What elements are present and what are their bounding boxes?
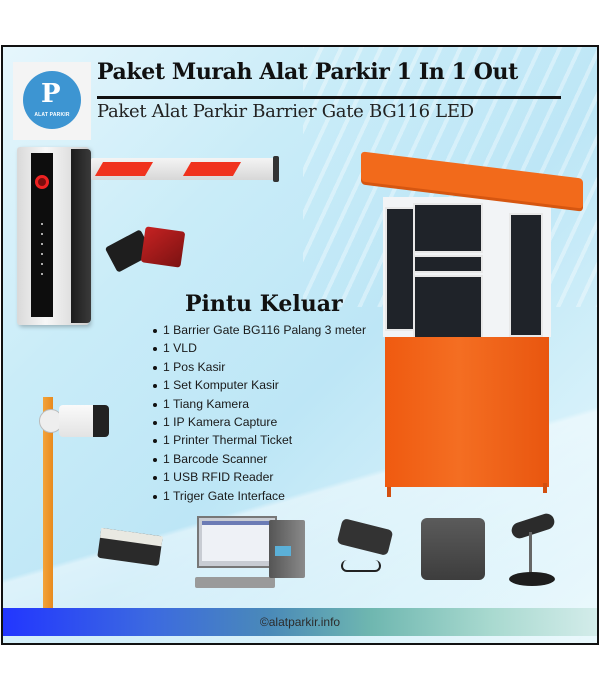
list-item: 1 Tiang Kamera [153,397,366,415]
list-item: 1 IP Kamera Capture [153,415,366,433]
scanner-stand-base [509,572,555,586]
usb-rfid-reader-image [336,518,394,556]
list-item-text: 1 Tiang Kamera [163,396,250,411]
footer-bar: ©alatparkir.info [3,608,597,636]
list-item-text: 1 Printer Thermal Ticket [163,433,293,448]
gate-indicator-dot [41,253,43,255]
title-divider [97,96,561,99]
cashier-booth-image [383,197,551,339]
barcode-scanner-image [509,511,557,541]
booth-leg [543,483,547,493]
bullet-icon [153,402,157,407]
bullet-icon [153,347,157,352]
package-item-list: 1 Barrier Gate BG116 Palang 3 meter 1 VL… [153,323,366,507]
monitor-screen [202,521,272,561]
booth-leg [387,487,391,497]
bullet-icon [153,476,157,481]
logo-text: ALAT PARKIR [34,112,70,118]
list-item: 1 USB RFID Reader [153,470,366,488]
brand-logo: P ALAT PARKIR [13,62,91,140]
gate-indicator-dot [41,223,43,225]
list-item: 1 Barrier Gate BG116 Palang 3 meter [153,323,366,341]
computer-monitor-image [197,516,277,568]
bullet-icon [153,365,157,370]
list-item-text: 1 Barrier Gate BG116 Palang 3 meter [163,323,367,337]
list-item: 1 Set Komputer Kasir [153,378,366,396]
parking-p-icon: P [41,79,61,109]
list-item-text: 1 USB RFID Reader [163,470,274,485]
booth-mid-window [413,255,483,273]
bullet-icon [153,329,157,333]
bullet-icon [153,420,157,425]
bullet-icon [153,384,157,389]
list-item-text: 1 VLD [163,341,197,356]
list-item: 1 Barcode Scanner [153,452,366,470]
logo-circle: P ALAT PARKIR [23,71,81,129]
trigger-label-panel [99,527,163,547]
gate-indicator-dot [41,273,43,275]
ip-camera-lens [93,405,109,437]
page-subtitle: Paket Alat Parkir Barrier Gate BG116 LED [97,101,474,122]
vld-red-unit [140,226,186,268]
arm-red-stripe [94,162,154,176]
list-item-text: 1 IP Kamera Capture [163,414,278,429]
trigger-gate-interface-image [97,527,163,567]
gate-stop-light-icon [35,175,49,189]
booth-top-window [413,203,483,253]
gate-indicator-dot [41,243,43,245]
footer-copyright: ©alatparkir.info [259,615,341,629]
gate-indicator-dot [41,263,43,265]
barrier-gate-image [17,147,91,325]
scanner-stand-neck [529,532,532,576]
gate-side-panel [71,149,91,323]
list-item-text: 1 Barcode Scanner [163,451,268,466]
list-item: 1 Printer Thermal Ticket [153,433,366,451]
gate-front-panel [31,153,53,317]
camera-pole-image [43,397,53,619]
list-item-text: 1 Pos Kasir [163,359,226,374]
list-item: 1 VLD [153,341,366,359]
promo-banner: P ALAT PARKIR Paket Murah Alat Parkir 1 … [1,45,599,645]
pc-tower-image [269,520,305,578]
booth-sliding-window [413,275,483,339]
arm-end-cap [273,156,279,182]
list-item-text: 1 Set Komputer Kasir [163,378,279,393]
booth-lower-panel [385,337,549,487]
page-title: Paket Murah Alat Parkir 1 In 1 Out [97,59,518,85]
booth-door-window [509,213,543,337]
list-item: 1 Pos Kasir [153,360,366,378]
monitor-titlebar [202,521,272,525]
bullet-icon [153,457,157,462]
bullet-icon [153,494,157,499]
thermal-printer-image [421,518,485,580]
arm-red-stripe [182,162,242,176]
list-item: 1 Triger Gate Interface [153,489,366,507]
gate-indicator-dot [41,233,43,235]
tower-display [275,546,291,556]
keyboard-image [195,577,275,588]
booth-side-window [385,207,415,331]
usb-cable-image [341,560,381,572]
barrier-arm [91,156,279,182]
vld-image [104,225,186,273]
list-item-text: 1 Triger Gate Interface [163,488,285,503]
bullet-icon [153,439,157,444]
section-title: Pintu Keluar [185,291,343,317]
